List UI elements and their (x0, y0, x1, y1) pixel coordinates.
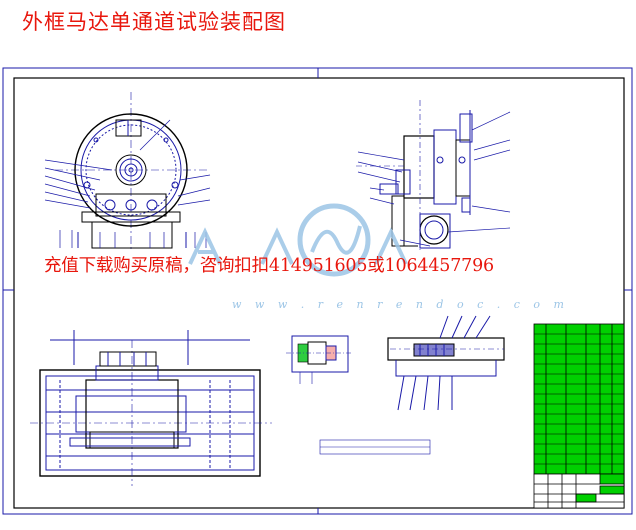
detail-view-small (286, 335, 352, 384)
top-view (30, 330, 272, 486)
side-view-balloons (357, 111, 511, 247)
front-view-balloons (44, 119, 211, 248)
title-block (533, 473, 625, 509)
promo-banner: 充值下载购买原稿，咨询扣扣414951605或1064457796 (44, 256, 494, 276)
parts-list-table (533, 323, 625, 475)
section-view (319, 315, 505, 455)
page-title: 外框马达单通道试验装配图 (22, 10, 286, 34)
front-view-ring (55, 92, 210, 250)
inner-frame (13, 77, 625, 509)
centering-marks (3, 68, 632, 514)
side-view (356, 100, 473, 250)
watermark-url: w w w . r e n r e n d o c . c o m (232, 298, 569, 311)
renrendoc-logo-watermark (188, 203, 408, 277)
